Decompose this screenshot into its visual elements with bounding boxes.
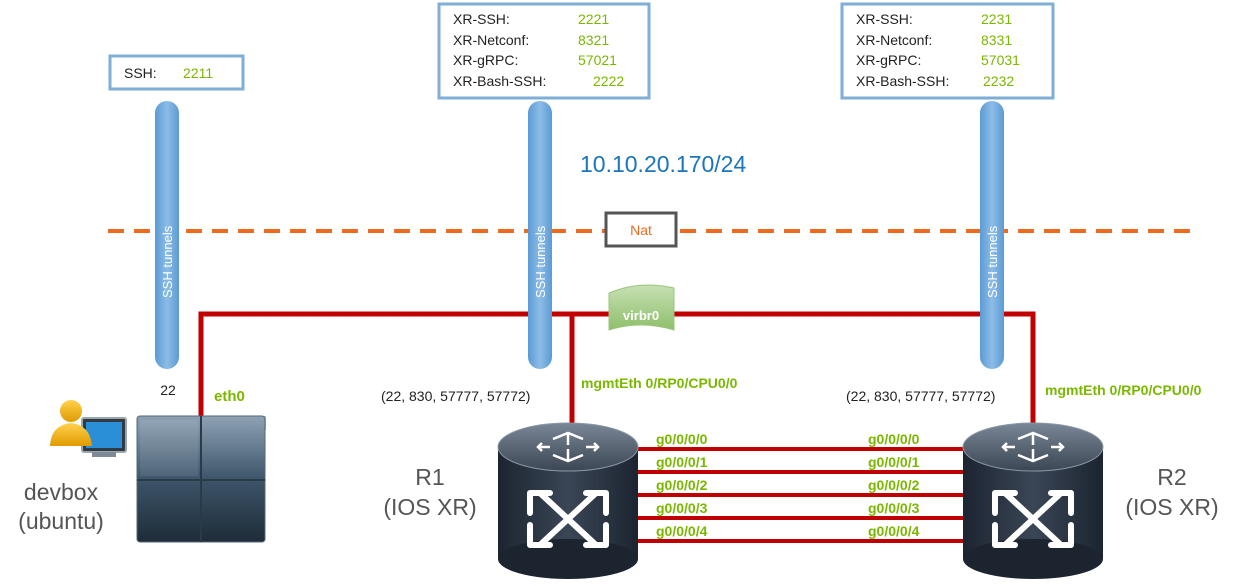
port-value: 2222 bbox=[593, 73, 624, 89]
router-icon bbox=[962, 422, 1104, 579]
port-value: 57021 bbox=[578, 52, 617, 68]
r2-interface-label: g0/0/0/1 bbox=[868, 454, 920, 470]
bridge-label: virbr0 bbox=[623, 308, 659, 323]
port-value: 2231 bbox=[981, 11, 1012, 27]
router-icon bbox=[497, 422, 639, 579]
port-value: 2232 bbox=[983, 73, 1014, 89]
ssh-tunnel-r2: SSH tunnels bbox=[980, 101, 1004, 369]
r1-interface-label: g0/0/0/3 bbox=[656, 500, 708, 516]
devbox-name-line1: devbox bbox=[24, 479, 99, 505]
r1-interface-label: g0/0/0/1 bbox=[656, 454, 708, 470]
r2-interface-label: g0/0/0/4 bbox=[868, 523, 920, 539]
port-name: XR-gRPC: bbox=[453, 52, 518, 68]
r1-mgmt-label: mgmtEth 0/RP0/CPU0/0 bbox=[581, 375, 738, 391]
r2-ports-label: (22, 830, 57777, 57772) bbox=[846, 388, 995, 404]
r1-interface-label: g0/0/0/4 bbox=[656, 523, 708, 539]
r1-interface-label: g0/0/0/2 bbox=[656, 477, 708, 493]
port-name: XR-Bash-SSH: bbox=[856, 73, 949, 89]
nat-label: Nat bbox=[630, 222, 652, 238]
port-value: 8321 bbox=[578, 32, 609, 48]
r1-ports-label: (22, 830, 57777, 57772) bbox=[381, 388, 530, 404]
virbr0-bridge: virbr0 bbox=[608, 284, 675, 331]
r2-mgmt-label: mgmtEth 0/RP0/CPU0/0 bbox=[1045, 382, 1202, 398]
devbox-interface-label: eth0 bbox=[214, 388, 245, 405]
tunnel-label-r2: SSH tunnels bbox=[985, 225, 1000, 298]
r2-interface-label: g0/0/0/0 bbox=[868, 431, 920, 447]
port-name: XR-SSH: bbox=[453, 11, 510, 27]
bridge-icon bbox=[608, 284, 675, 331]
devbox-tunnel-port: 22 bbox=[160, 382, 176, 398]
r1-name-line2: (IOS XR) bbox=[383, 494, 476, 520]
port-name: XR-Bash-SSH: bbox=[453, 73, 546, 89]
port-value: 8331 bbox=[981, 32, 1012, 48]
server-cube-icon bbox=[136, 415, 266, 543]
user-at-monitor-icon bbox=[50, 400, 127, 457]
mgmt-network-links bbox=[198, 311, 1036, 430]
router-links: g0/0/0/0 g0/0/0/0 g0/0/0/1 g0/0/0/1 g0/0/0/2… bbox=[636, 431, 965, 543]
tunnel-label-devbox: SSH tunnels bbox=[160, 225, 175, 298]
devbox-port-box: SSH: 2211 bbox=[108, 54, 245, 91]
nat-box: Nat bbox=[604, 211, 678, 248]
r2-interface-label: g0/0/0/3 bbox=[868, 500, 920, 516]
devbox-eth0-link bbox=[198, 311, 575, 430]
r1-name-line1: R1 bbox=[415, 464, 444, 490]
ssh-tunnel-devbox: SSH tunnels bbox=[155, 101, 179, 369]
port-name: XR-SSH: bbox=[856, 11, 913, 27]
r2-port-box: XR-SSH: 2231 XR-Netconf: 8331 XR-gRPC: 5… bbox=[840, 2, 1055, 100]
r1-interface-label: g0/0/0/0 bbox=[656, 431, 708, 447]
ssh-tunnel-r1: SSH tunnels bbox=[528, 101, 552, 369]
r2-interface-label: g0/0/0/2 bbox=[868, 477, 920, 493]
port-name: SSH: bbox=[124, 65, 157, 81]
port-name: XR-Netconf: bbox=[856, 32, 932, 48]
r2-name-line1: R2 bbox=[1157, 464, 1186, 490]
subnet-label: 10.10.20.170/24 bbox=[580, 151, 746, 177]
r2-name-line2: (IOS XR) bbox=[1125, 494, 1218, 520]
tunnel-label-r1: SSH tunnels bbox=[533, 225, 548, 298]
port-value: 2211 bbox=[183, 65, 213, 81]
port-value: 57031 bbox=[981, 52, 1020, 68]
r2-mgmt-link bbox=[672, 311, 1036, 425]
r1-port-box: XR-SSH: 2221 XR-Netconf: 8321 XR-gRPC: 5… bbox=[437, 2, 651, 100]
devbox-name-line2: (ubuntu) bbox=[18, 508, 104, 534]
port-value: 2221 bbox=[578, 11, 609, 27]
port-name: XR-gRPC: bbox=[856, 52, 921, 68]
port-name: XR-Netconf: bbox=[453, 32, 529, 48]
